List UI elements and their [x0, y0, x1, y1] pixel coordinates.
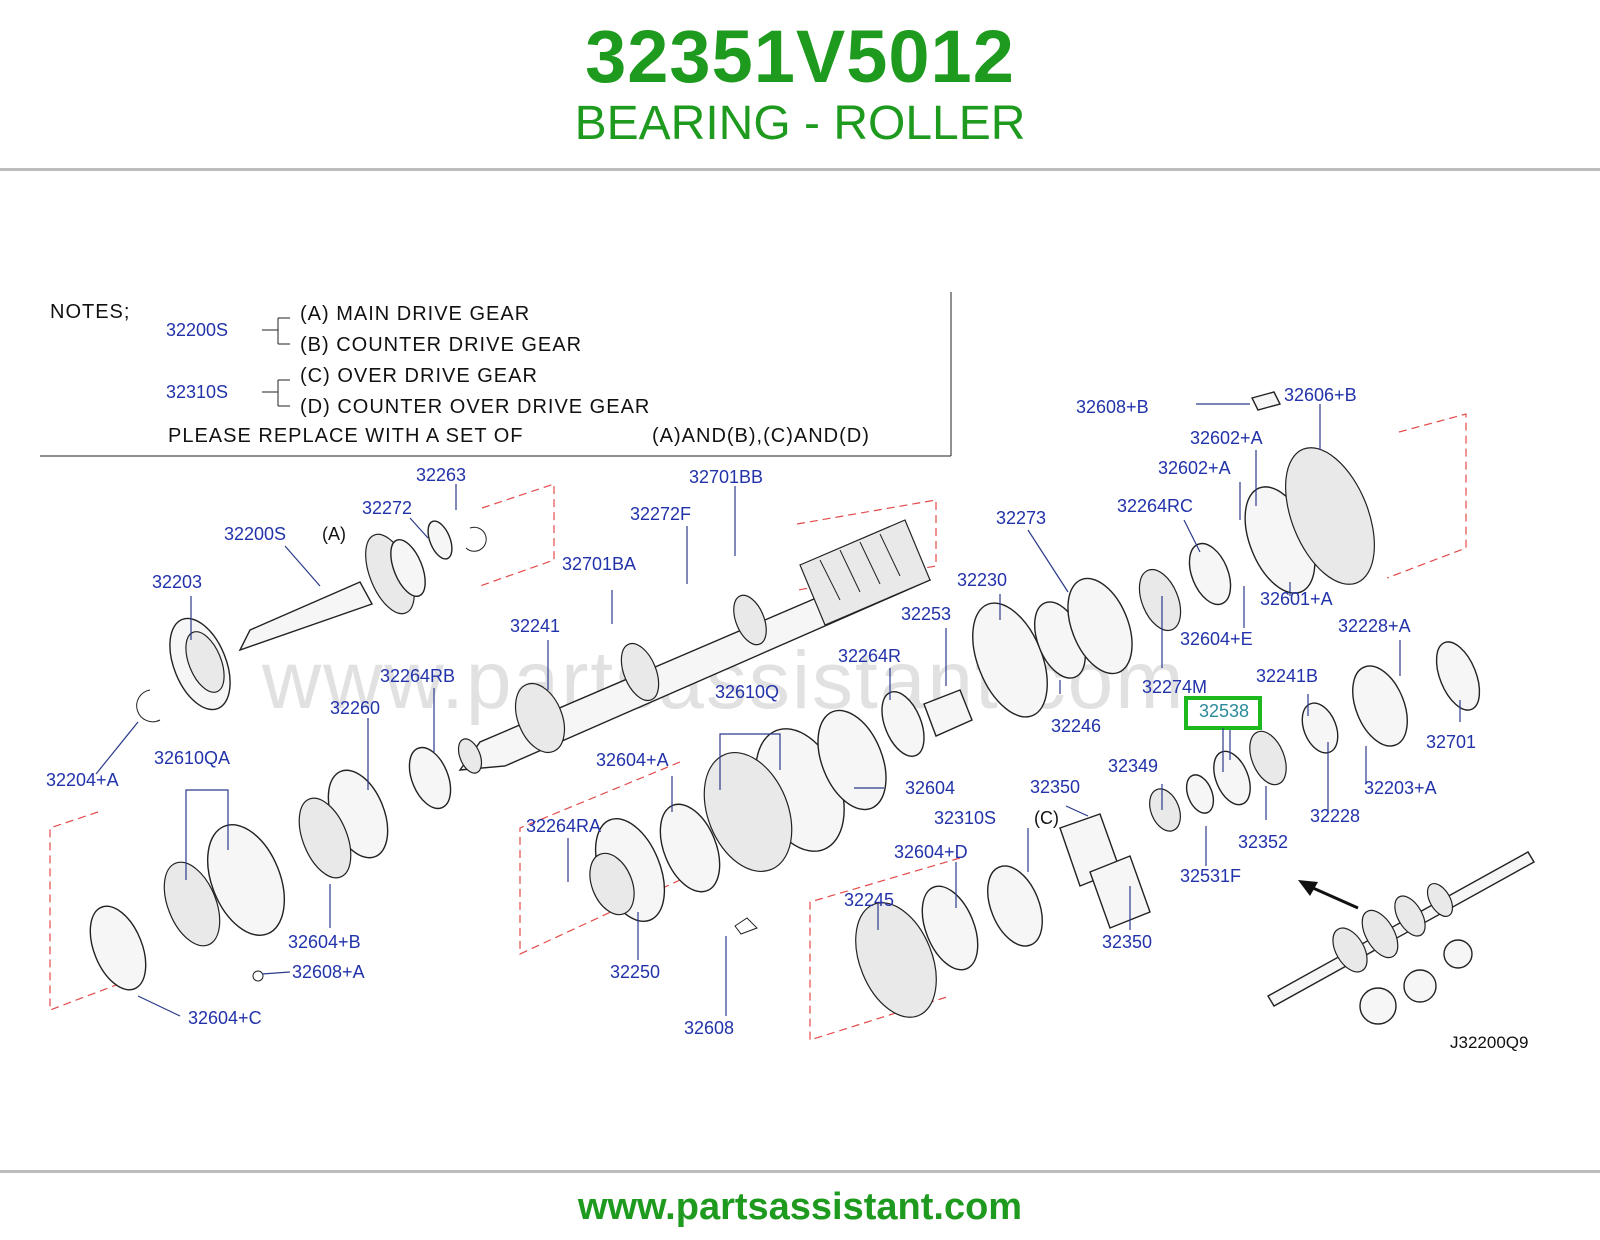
part-label[interactable]: 32608+A — [292, 962, 365, 982]
notes-line-b: (B) COUNTER DRIVE GEAR — [300, 334, 582, 356]
leader-lines — [95, 403, 1461, 1017]
notes-line-c: (C) OVER DRIVE GEAR — [300, 365, 538, 387]
assembly-thumbnail — [1267, 851, 1535, 1025]
sub-label-c: (C) — [1034, 808, 1059, 828]
part-label[interactable]: 32203 — [152, 572, 202, 592]
part-label[interactable]: 32264RA — [526, 816, 601, 836]
part-name-subtitle: BEARING - ROLLER — [574, 97, 1026, 150]
notes-replace-sets: (A)AND(B),(C)AND(D) — [652, 425, 870, 447]
notes-ref-32200S[interactable]: 32200S — [166, 320, 228, 340]
part-label[interactable]: 32531F — [1180, 866, 1241, 886]
part-label[interactable]: 32604 — [905, 778, 955, 798]
part-label[interactable]: 32349 — [1108, 756, 1158, 776]
notes-ref-32310S[interactable]: 32310S — [166, 382, 228, 402]
notes-replace-text: PLEASE REPLACE WITH A SET OF — [168, 425, 524, 447]
part-label[interactable]: 32272 — [362, 498, 412, 518]
main-shaft — [457, 519, 932, 774]
part-label[interactable]: 32602+A — [1190, 428, 1263, 448]
part-label[interactable]: 32310S — [934, 808, 996, 828]
main-drive-gear — [136, 520, 487, 723]
part-label[interactable]: 32610Q — [715, 682, 779, 702]
notes-heading: NOTES; — [50, 301, 130, 323]
part-label[interactable]: 32228+A — [1338, 616, 1411, 636]
part-label[interactable]: 32602+A — [1158, 458, 1231, 478]
sub-label-a: (A) — [322, 524, 346, 544]
part-label[interactable]: 32228 — [1310, 806, 1360, 826]
part-label[interactable]: 32253 — [901, 604, 951, 624]
part-label[interactable]: 32273 — [996, 508, 1046, 528]
part-label[interactable]: 32250 — [610, 962, 660, 982]
part-label[interactable]: 32608 — [684, 1018, 734, 1038]
part-label[interactable]: 32701 — [1426, 732, 1476, 752]
part-labels: 32608+B 32606+B 32602+A 32602+A 32264RC … — [46, 385, 1528, 1052]
part-label[interactable]: 32200S — [224, 524, 286, 544]
diagram-code: J32200Q9 — [1450, 1033, 1528, 1052]
part-label[interactable]: 32352 — [1238, 832, 1288, 852]
part-label[interactable]: 32241B — [1256, 666, 1318, 686]
part-label[interactable]: 32350 — [1030, 777, 1080, 797]
notes-line-d: (D) COUNTER OVER DRIVE GEAR — [300, 396, 650, 418]
part-label[interactable]: 32610QA — [154, 748, 230, 768]
header-divider — [0, 168, 1600, 171]
footer-url[interactable]: www.partsassistant.com — [577, 1186, 1023, 1228]
part-label[interactable]: 32608+B — [1076, 397, 1149, 417]
first-gear-stack — [89, 746, 452, 991]
part-label[interactable]: 32274M — [1142, 677, 1207, 697]
part-label[interactable]: 32601+A — [1260, 589, 1333, 609]
part-label[interactable]: 32230 — [957, 570, 1007, 590]
part-label[interactable]: 32604+B — [288, 932, 361, 952]
notes-line-a: (A) MAIN DRIVE GEAR — [300, 303, 530, 325]
part-label[interactable]: 32204+A — [46, 770, 119, 790]
highlighted-part-label[interactable]: 32538 — [1199, 701, 1249, 721]
part-label[interactable]: 32245 — [844, 890, 894, 910]
part-label[interactable]: 32606+B — [1284, 385, 1357, 405]
part-label[interactable]: 32203+A — [1364, 778, 1437, 798]
fifth-gear-stack — [972, 391, 1375, 718]
part-label[interactable]: 32264RB — [380, 666, 455, 686]
part-label[interactable]: 32246 — [1051, 716, 1101, 736]
part-label[interactable]: 32604+A — [596, 750, 669, 770]
footer-divider — [0, 1170, 1600, 1173]
part-number-title: 32351V5012 — [585, 15, 1015, 98]
part-label[interactable]: 32263 — [416, 465, 466, 485]
part-label[interactable]: 32604+C — [188, 1008, 262, 1028]
part-label[interactable]: 32241 — [510, 616, 560, 636]
part-label[interactable]: 32604+E — [1180, 629, 1253, 649]
notes-box: NOTES; 32200S (A) MAIN DRIVE GEAR (B) CO… — [40, 292, 952, 457]
part-label[interactable]: 32701BB — [689, 467, 763, 487]
part-label[interactable]: 32272F — [630, 504, 691, 524]
part-label[interactable]: 32701BA — [562, 554, 636, 574]
part-label[interactable]: 32604+D — [894, 842, 968, 862]
counter-shaft-parts — [855, 641, 1481, 1018]
part-label[interactable]: 32264RC — [1117, 496, 1193, 516]
third-gear-stack — [589, 689, 973, 935]
part-label[interactable]: 32260 — [330, 698, 380, 718]
part-label[interactable]: 32350 — [1102, 932, 1152, 952]
part-label[interactable]: 32264R — [838, 646, 901, 666]
